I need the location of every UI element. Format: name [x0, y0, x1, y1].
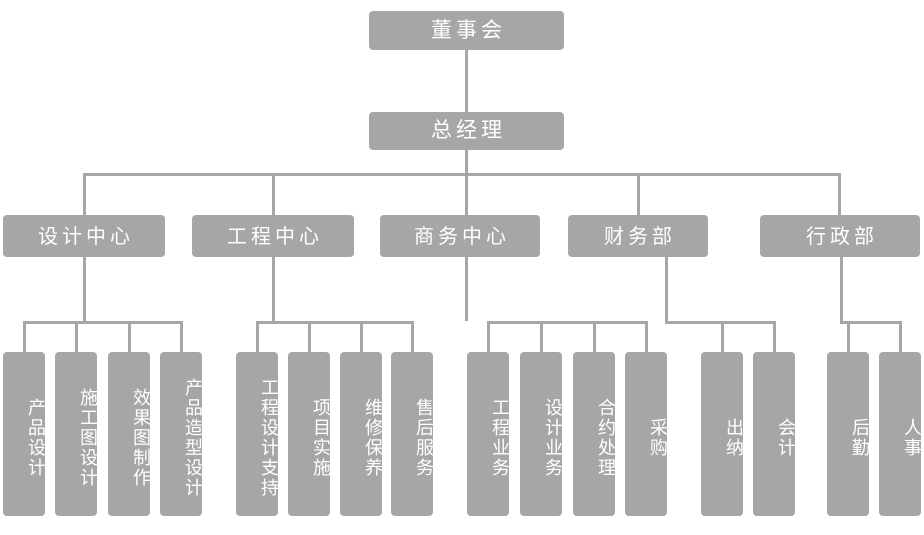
- node-design-center-label: 设计中心: [38, 223, 134, 248]
- connector-finance-department-stem: [665, 257, 668, 321]
- connector-business-child-1: [487, 321, 490, 352]
- node-product-styling-design[interactable]: 产品造型设计: [160, 352, 203, 516]
- node-construction-drawing-design-label: 施工图设计: [77, 387, 98, 488]
- connector-business-center-bus: [487, 321, 645, 324]
- connector-bus-to-business-center: [465, 173, 468, 215]
- connector-design-child-2: [75, 321, 78, 352]
- node-board-of-directors[interactable]: 董事会: [369, 11, 564, 50]
- connector-board-to-gm: [465, 50, 468, 112]
- node-business-center[interactable]: 商务中心: [380, 215, 540, 257]
- node-finance-department-label: 财务部: [604, 223, 676, 248]
- connector-business-child-3: [593, 321, 596, 352]
- connector-administration-department-stem: [840, 257, 843, 321]
- node-design-business-label: 设计业务: [542, 397, 563, 478]
- node-rendering-production-label: 效果图制作: [130, 387, 151, 488]
- node-procurement-label: 采购: [647, 417, 668, 458]
- node-finance-department[interactable]: 财务部: [568, 215, 708, 257]
- node-human-resources-label: 人事: [901, 417, 922, 458]
- connector-bus-to-administration-department: [838, 173, 841, 215]
- node-engineering-center-label: 工程中心: [227, 223, 323, 248]
- connector-engineering-child-1: [256, 321, 259, 352]
- node-design-center[interactable]: 设计中心: [3, 215, 165, 257]
- connector-design-center-stem: [83, 257, 86, 321]
- connector-engineering-child-2: [308, 321, 311, 352]
- node-rendering-production[interactable]: 效果图制作: [108, 352, 151, 516]
- node-cashier-label: 出纳: [723, 417, 744, 458]
- connector-bus-to-finance-department: [637, 173, 640, 215]
- node-design-business[interactable]: 设计业务: [520, 352, 563, 516]
- connector-engineering-child-3: [360, 321, 363, 352]
- node-accounting[interactable]: 会计: [753, 352, 796, 516]
- connector-bus-to-engineering-center: [272, 173, 275, 215]
- connector-finance-child-1: [721, 321, 724, 352]
- node-after-sales-service[interactable]: 售后服务: [391, 352, 434, 516]
- connector-business-child-4: [645, 321, 648, 352]
- node-general-manager-label: 总经理: [431, 118, 506, 143]
- node-cashier[interactable]: 出纳: [701, 352, 744, 516]
- node-accounting-label: 会计: [775, 417, 796, 458]
- node-product-styling-design-label: 产品造型设计: [182, 377, 203, 498]
- node-administration-department[interactable]: 行政部: [760, 215, 920, 257]
- node-engineering-center[interactable]: 工程中心: [192, 215, 354, 257]
- node-maintenance[interactable]: 维修保养: [340, 352, 383, 516]
- connector-design-child-4: [180, 321, 183, 352]
- connector-finance-department-bus: [665, 321, 773, 324]
- node-contract-processing[interactable]: 合约处理: [573, 352, 616, 516]
- node-business-center-label: 商务中心: [414, 223, 510, 248]
- node-human-resources[interactable]: 人事: [879, 352, 922, 516]
- node-administration-department-label: 行政部: [806, 223, 878, 248]
- node-product-design[interactable]: 产品设计: [3, 352, 46, 516]
- node-engineering-design-support-label: 工程设计支持: [258, 377, 279, 498]
- connector-level2-bus: [83, 173, 838, 176]
- node-logistics[interactable]: 后勤: [827, 352, 870, 516]
- connector-gm-stem: [465, 150, 468, 173]
- connector-design-center-bus: [23, 321, 183, 324]
- connector-engineering-child-4: [411, 321, 414, 352]
- node-contract-processing-label: 合约处理: [595, 397, 616, 478]
- node-logistics-label: 后勤: [849, 417, 870, 458]
- node-board-of-directors-label: 董事会: [431, 17, 506, 42]
- connector-engineering-center-bus: [256, 321, 414, 324]
- node-engineering-design-support[interactable]: 工程设计支持: [236, 352, 279, 516]
- connector-design-child-3: [128, 321, 131, 352]
- connector-administration-department-bus: [840, 321, 899, 324]
- connector-engineering-center-stem: [272, 257, 275, 321]
- connector-business-center-stem: [465, 257, 468, 321]
- connector-bus-to-design-center: [83, 173, 86, 215]
- node-after-sales-service-label: 售后服务: [413, 397, 434, 478]
- node-project-implementation[interactable]: 项目实施: [288, 352, 331, 516]
- node-engineering-business-label: 工程业务: [489, 397, 510, 478]
- connector-administration-child-1: [847, 321, 850, 352]
- node-construction-drawing-design[interactable]: 施工图设计: [55, 352, 98, 516]
- connector-administration-child-2: [899, 321, 902, 352]
- node-procurement[interactable]: 采购: [625, 352, 668, 516]
- node-engineering-business[interactable]: 工程业务: [467, 352, 510, 516]
- node-maintenance-label: 维修保养: [362, 397, 383, 478]
- connector-business-child-2: [540, 321, 543, 352]
- node-project-implementation-label: 项目实施: [310, 397, 331, 478]
- connector-finance-child-2: [773, 321, 776, 352]
- connector-design-child-1: [23, 321, 26, 352]
- node-product-design-label: 产品设计: [25, 397, 46, 478]
- node-general-manager[interactable]: 总经理: [369, 112, 564, 150]
